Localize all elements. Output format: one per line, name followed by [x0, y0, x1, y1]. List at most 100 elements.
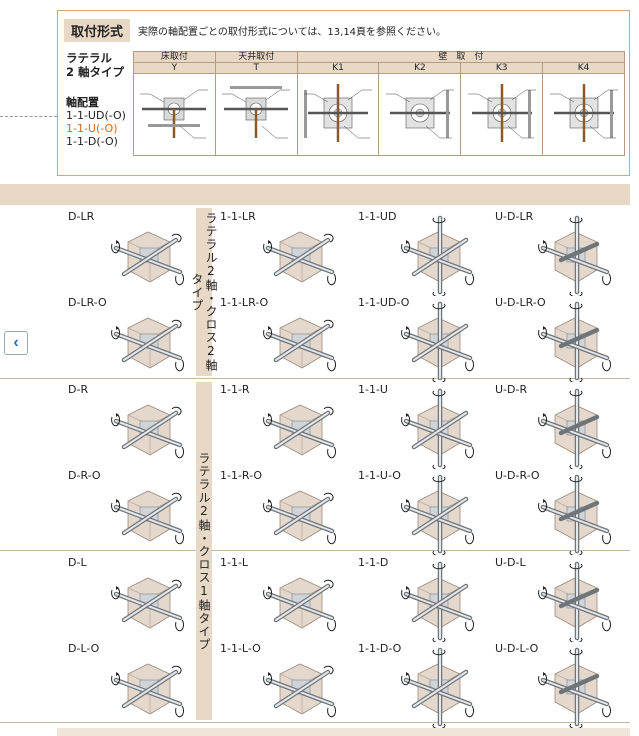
gearbox-illustration [538, 647, 612, 728]
gearbox-illustration [401, 215, 475, 296]
lateral-type-title: ラテラル 2 軸タイプ [66, 51, 136, 79]
gearbox-1-1-u-o: 1-1-U-O [358, 469, 494, 555]
gearbox-illustration [263, 663, 337, 718]
gearbox-label: D-LR [68, 210, 95, 223]
mounting-note: 実際の軸配置ごとの取付形式については、13,14頁を参照ください。 [138, 27, 447, 38]
gearbox-u-d-lr: U-D-LR [495, 210, 631, 296]
mount-diagram-y [140, 89, 209, 138]
gearbox-label: D-L [68, 556, 87, 569]
gearbox-d-r: D-R [68, 383, 204, 469]
mounting-header: 取付形式 実際の軸配置ごとの取付形式については、13,14頁を参照ください。 [64, 19, 446, 42]
gearbox-label: 1-1-UD-O [358, 296, 410, 309]
gearbox-label: 1-1-LR-O [220, 296, 269, 309]
mounting-code-row: Y T K1 K2 K3 K4 [133, 62, 625, 74]
gearbox-1-1-r-o: 1-1-R-O [220, 469, 356, 555]
gearbox-illustration [401, 561, 475, 642]
gearbox-label: U-D-L [495, 556, 526, 569]
gearbox-illustration [538, 388, 612, 469]
mounting-badge: 取付形式 [64, 19, 131, 42]
gearbox-label: D-R [68, 383, 89, 396]
gearbox-u-d-lr-o: U-D-LR-O [495, 296, 631, 382]
section-cross1-left [0, 551, 630, 723]
gearbox-1-1-lr: 1-1-LR [220, 210, 356, 296]
gearbox-1-1-r: 1-1-R [220, 383, 356, 469]
gearbox-label: 1-1-LR [220, 210, 256, 223]
gearbox-d-l: D-L [68, 556, 204, 642]
gearbox-d-lr: D-LR [68, 210, 204, 296]
axis-item: 1-1-UD(-O) [66, 109, 126, 122]
gearbox-illustration [111, 404, 185, 459]
label-cross1-type: ラテラル2軸・クロス1軸タイプ [196, 382, 212, 720]
gearbox-illustration [111, 490, 185, 545]
gearbox-illustration [263, 231, 337, 286]
gearbox-label: 1-1-D-O [358, 642, 402, 655]
mount-diagram-k1 [304, 83, 373, 142]
gearbox-illustration [111, 663, 185, 718]
section-cross2 [0, 205, 630, 379]
gearbox-label: U-D-R [495, 383, 528, 396]
code-k1: K1 [296, 62, 380, 74]
gearbox-label: 1-1-L-O [220, 642, 261, 655]
gearbox-label: D-LR-O [68, 296, 107, 309]
axis-header: 軸配置 [66, 96, 99, 109]
group-wall: 壁 取 付 [296, 51, 626, 63]
mount-diagram-k4 [549, 83, 618, 142]
gearbox-1-1-ud: 1-1-UD [358, 210, 494, 296]
lateral-title-line2: 2 軸タイプ [66, 65, 125, 79]
code-k2: K2 [378, 62, 462, 74]
gearbox-illustration [263, 490, 337, 545]
gearbox-1-1-l: 1-1-L [220, 556, 356, 642]
mounting-group-row: 床取付 天井取付 壁 取 付 [133, 51, 626, 63]
gearbox-1-1-lr-o: 1-1-LR-O [220, 296, 356, 382]
gearbox-label: U-D-L-O [495, 642, 539, 655]
axis-arrangement-list: 軸配置 1-1-UD(-O) 1-1-U(-O) 1-1-D(-O) [66, 96, 126, 148]
gearbox-u-d-r-o: U-D-R-O [495, 469, 631, 555]
group-ceiling: 天井取付 [214, 51, 298, 63]
gearbox-1-1-ud-o: 1-1-UD-O [358, 296, 494, 382]
mount-diagram-k3 [467, 83, 536, 142]
gearbox-illustration [538, 215, 612, 296]
gearbox-1-1-u: 1-1-U [358, 383, 494, 469]
gearbox-label: 1-1-U [358, 383, 388, 396]
gearbox-illustration [263, 317, 337, 372]
section-header-band [0, 184, 630, 205]
label-cross2-type: ラテラル2軸・クロス2軸タイプ [190, 208, 218, 376]
gearbox-d-l-o: D-L-O [68, 642, 204, 728]
gearbox-illustration [538, 301, 612, 382]
mount-diagram-k2 [385, 89, 454, 138]
mount-diagram-t [222, 85, 291, 138]
gearbox-d-lr-o: D-LR-O [68, 296, 204, 382]
gearbox-illustration [401, 647, 475, 728]
mounting-diagram-row [133, 73, 625, 156]
gearbox-illustration [401, 474, 475, 555]
gearbox-d-r-o: D-R-O [68, 469, 204, 555]
gearbox-u-d-l-o: U-D-L-O [495, 642, 631, 728]
gearbox-1-1-d-o: 1-1-D-O [358, 642, 494, 728]
gearbox-label: U-D-LR-O [495, 296, 546, 309]
lateral-title-line1: ラテラル [66, 51, 112, 65]
bottom-band [57, 728, 630, 736]
code-k4: K4 [542, 62, 625, 74]
gearbox-1-1-l-o: 1-1-L-O [220, 642, 356, 728]
gearbox-illustration [538, 474, 612, 555]
gearbox-label: U-D-R-O [495, 469, 540, 482]
gearbox-label: 1-1-D [358, 556, 389, 569]
gearbox-illustration [263, 404, 337, 459]
leader-line [0, 116, 57, 117]
group-floor: 床取付 [133, 51, 216, 63]
gearbox-label: D-R-O [68, 469, 101, 482]
section-cross1-right [0, 379, 630, 551]
gearbox-illustration [401, 388, 475, 469]
axis-item-highlight: 1-1-U(-O) [66, 122, 118, 135]
gearbox-label: 1-1-UD [358, 210, 397, 223]
code-k3: K3 [460, 62, 544, 74]
gearbox-u-d-r: U-D-R [495, 383, 631, 469]
mounting-type-box: 取付形式 実際の軸配置ごとの取付形式については、13,14頁を参照ください。 ラ… [57, 10, 630, 176]
mounting-table: 床取付 天井取付 壁 取 付 Y T K1 K2 K3 K4 [133, 51, 626, 156]
gearbox-1-1-d: 1-1-D [358, 556, 494, 642]
gearbox-illustration [401, 301, 475, 382]
gearbox-u-d-l: U-D-L [495, 556, 631, 642]
prev-page-button[interactable]: ‹ [4, 331, 28, 355]
gearbox-label: 1-1-R-O [220, 469, 263, 482]
gearbox-illustration [111, 577, 185, 632]
